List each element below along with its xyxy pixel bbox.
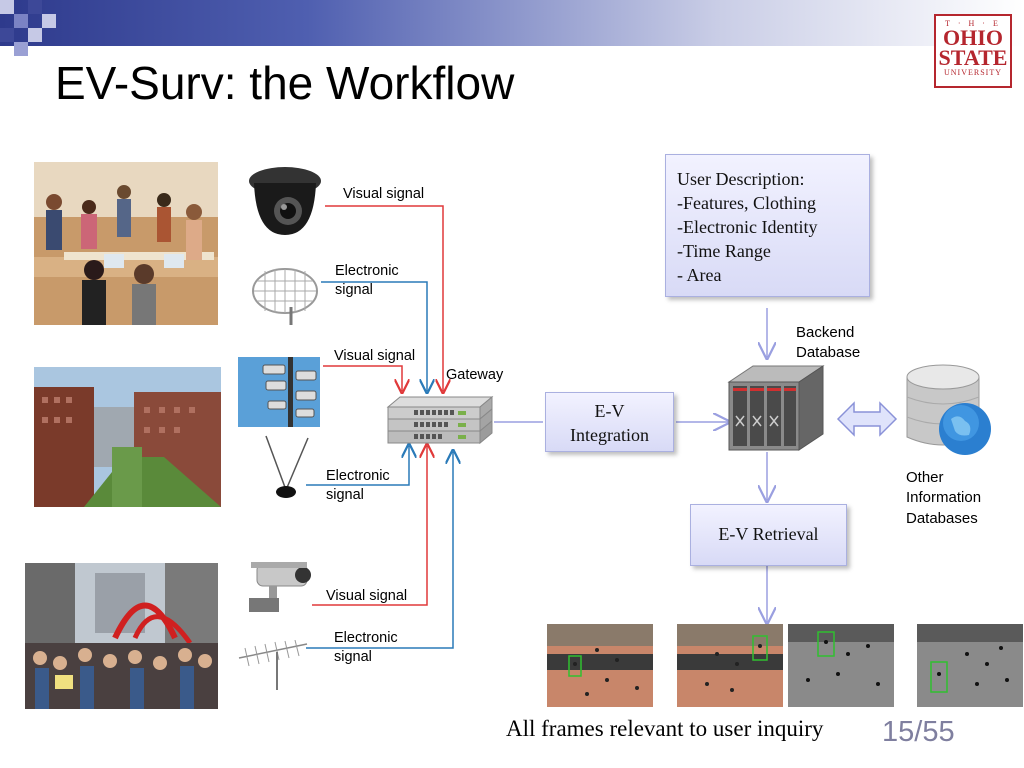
visual-arrow-3 [312,446,427,606]
user-desc-line4: -Time Range [677,241,771,261]
slide-title: EV-Surv: the Workflow [55,57,515,109]
bullet-camera-icon [249,562,311,612]
frames-caption: All frames relevant to user inquiry [506,716,824,741]
result-frame-2 [677,624,783,707]
user-desc-line1: User Description: [677,169,805,189]
photo-street-protest [25,563,218,709]
ev-integration-line1: E-V [594,401,625,421]
decorative-squares [0,0,56,56]
electronic-arrow-3 [306,452,453,649]
electronic-signal-label-2b: signal [326,487,364,503]
visual-arrow-1 [325,205,443,391]
header-bar [0,0,1024,46]
dome-camera-icon [249,167,321,235]
visual-signal-label-1: Visual signal [343,186,425,202]
photo-store-crowd [34,162,218,325]
backend-label-line2: Database [796,344,861,361]
logo-university: UNIVERSITY [944,68,1002,77]
ev-retrieval-box: E-V Retrieval [690,504,847,566]
database-globe-icon [906,364,991,455]
visual-signal-label-2: Visual signal [334,348,416,364]
photo-city-buildings [34,367,221,507]
gateway-label: Gateway [446,367,504,383]
logo-ohio: OHIO [943,25,1003,50]
ohio-state-logo: T · H · E OHIO STATE UNIVERSITY [934,14,1012,88]
logo-state: STATE [938,45,1008,70]
rabbit-ears-antenna-icon [265,435,309,498]
electronic-signal-label-2a: Electronic [326,468,390,484]
logo-the: T · H · E [945,19,1001,28]
yagi-antenna-icon [238,640,308,690]
other-db-label-line2: Information [906,489,982,506]
user-desc-line3: -Electronic Identity [677,217,818,237]
electronic-signal-label-1a: Electronic [335,263,399,279]
other-db-label-line3: Databases [906,510,978,527]
page-number: 15/55 [882,716,955,748]
visual-signal-label-3: Visual signal [326,588,408,604]
electronic-signal-label-1b: signal [335,282,373,298]
ev-integration-box: E-V Integration [545,392,674,452]
user-description-box: User Description: -Features, Clothing -E… [665,154,870,297]
network-switch-icon [386,395,494,445]
backend-label-line1: Backend [796,324,855,341]
ev-integration-line2: Integration [570,425,649,445]
electronic-signal-label-3a: Electronic [334,630,398,646]
result-frame-3 [788,624,894,707]
result-frame-1 [547,624,653,707]
electronic-arrow-2 [306,446,409,486]
other-db-label-line1: Other [906,469,944,486]
result-frame-4 [917,624,1023,707]
electronic-signal-label-3b: signal [334,649,372,665]
grid-antenna-icon [252,268,318,325]
visual-arrow-2 [323,365,402,391]
user-desc-line5: - Area [677,265,722,285]
user-desc-line2: -Features, Clothing [677,193,816,213]
server-rack-icon [727,365,825,451]
electronic-arrow-1 [321,281,427,391]
pole-cameras-icon [238,357,320,427]
double-arrow-icon [836,401,898,437]
